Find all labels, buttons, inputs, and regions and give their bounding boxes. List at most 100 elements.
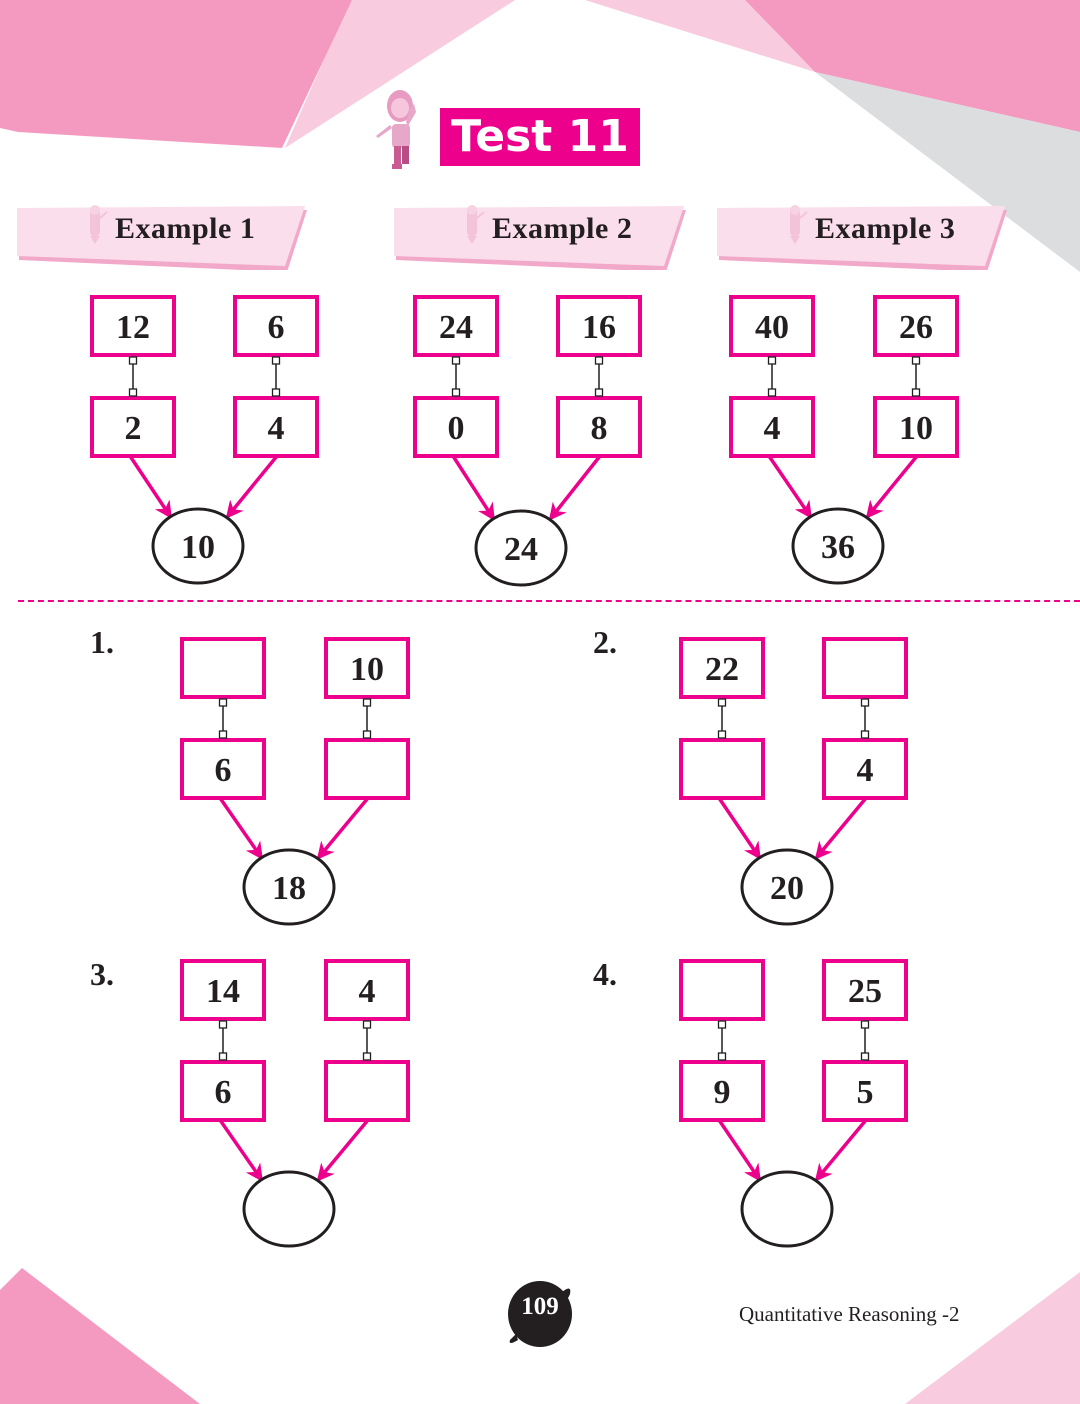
bottom-answer-box-2[interactable] bbox=[324, 1060, 410, 1122]
bottom-value-1: 9 bbox=[714, 1074, 731, 1111]
bottom-answer-box-1[interactable] bbox=[679, 738, 765, 800]
arrow-right bbox=[316, 1118, 370, 1182]
result-answer-oval[interactable] bbox=[242, 1170, 336, 1248]
connector-node-top-2 bbox=[594, 356, 604, 365]
arrow-right bbox=[548, 454, 602, 521]
connector-node-bottom-1 bbox=[451, 388, 461, 397]
connector-node-top-1 bbox=[767, 356, 777, 365]
bottom-value-1: 4 bbox=[764, 410, 781, 447]
bg-shape-top-left-light bbox=[285, 0, 515, 148]
pencil-mascot-icon bbox=[90, 205, 108, 244]
top-number-box-1 bbox=[180, 959, 266, 1021]
arrow-right bbox=[316, 796, 370, 860]
bottom-value-1: 6 bbox=[215, 1074, 232, 1111]
example-banner-2: Example 2 bbox=[394, 200, 686, 270]
connector-node-top-2 bbox=[271, 356, 281, 365]
connector-node-bottom-2 bbox=[860, 1052, 870, 1061]
top-number-box-1 bbox=[679, 637, 765, 699]
bg-shape-top-left-dark bbox=[0, 0, 352, 148]
result-value: 36 bbox=[821, 529, 855, 566]
top-value-2: 16 bbox=[582, 309, 616, 346]
top-value-2: 4 bbox=[359, 973, 376, 1010]
top-number-box-1 bbox=[729, 295, 815, 357]
result-value: 20 bbox=[770, 870, 804, 907]
top-number-box-2 bbox=[873, 295, 959, 357]
pencil-mascot-icon bbox=[467, 205, 485, 244]
bottom-number-box-1 bbox=[413, 396, 499, 458]
connector-node-top-1 bbox=[717, 1020, 727, 1029]
connector-node-bottom-2 bbox=[362, 1052, 372, 1061]
arrow-right bbox=[814, 1118, 868, 1182]
top-answer-box-2[interactable] bbox=[822, 637, 908, 699]
result-oval bbox=[474, 509, 568, 587]
bottom-number-box-1 bbox=[180, 1060, 266, 1122]
bottom-value-1: 0 bbox=[448, 410, 465, 447]
top-value-1: 40 bbox=[755, 309, 789, 346]
arrow-right bbox=[865, 454, 919, 519]
arrow-left bbox=[717, 1119, 761, 1182]
bottom-value-2: 4 bbox=[857, 752, 874, 789]
bottom-number-box-2 bbox=[822, 1060, 908, 1122]
problem-number-1: 1. bbox=[90, 624, 114, 660]
connector-node-top-2 bbox=[860, 1020, 870, 1029]
example-label: Example 2 bbox=[492, 212, 633, 245]
problem-number-2: 2. bbox=[593, 624, 617, 660]
example-banner-3: Example 3 bbox=[717, 200, 1009, 270]
bg-shape-top-right-light bbox=[585, 0, 815, 72]
arrow-left bbox=[128, 455, 172, 519]
problem-diagram-2: 22 4 20 bbox=[679, 637, 908, 926]
connector-node-top-1 bbox=[218, 1020, 228, 1029]
result-value: 10 bbox=[181, 529, 215, 566]
top-value-1: 22 bbox=[705, 651, 739, 688]
top-value-1: 24 bbox=[439, 309, 473, 346]
result-value: 18 bbox=[272, 870, 306, 907]
connector-node-bottom-2 bbox=[271, 388, 281, 397]
bottom-answer-box-2[interactable] bbox=[324, 738, 410, 800]
bg-shape-bottom-left bbox=[0, 1268, 200, 1404]
problem-number-4: 4. bbox=[593, 956, 617, 992]
result-oval bbox=[151, 507, 245, 585]
example-label: Example 3 bbox=[815, 212, 956, 245]
bottom-number-box-1 bbox=[679, 1060, 765, 1122]
top-number-box-2 bbox=[324, 959, 410, 1021]
top-answer-box-1[interactable] bbox=[679, 959, 765, 1021]
connector-node-bottom-1 bbox=[218, 730, 228, 739]
connector-node-bottom-2 bbox=[594, 388, 604, 397]
bottom-value-2: 8 bbox=[591, 410, 608, 447]
bottom-number-box-2 bbox=[556, 396, 642, 458]
connector-node-bottom-1 bbox=[218, 1052, 228, 1061]
page-number-badge bbox=[508, 1281, 572, 1347]
result-answer-oval[interactable] bbox=[740, 1170, 834, 1248]
problem-diagram-3: 14 4 6 bbox=[180, 959, 410, 1248]
connector-node-top-1 bbox=[717, 698, 727, 707]
bg-shape-top-right-dark bbox=[745, 0, 1080, 132]
arrow-left bbox=[717, 797, 761, 860]
arrow-right bbox=[814, 796, 868, 860]
top-value-1: 12 bbox=[116, 309, 150, 346]
book-title: Quantitative Reasoning -2 bbox=[739, 1302, 960, 1326]
connector-node-top-1 bbox=[451, 356, 461, 365]
top-number-box-2 bbox=[233, 295, 319, 357]
top-number-box-2 bbox=[556, 295, 642, 357]
connector-node-bottom-2 bbox=[911, 388, 921, 397]
example-banner-1: Example 1 bbox=[17, 200, 307, 270]
top-answer-box-1[interactable] bbox=[180, 637, 266, 699]
bottom-number-box-1 bbox=[180, 738, 266, 800]
bottom-value-1: 2 bbox=[125, 410, 142, 447]
bg-shape-top-right-gray bbox=[815, 72, 1080, 272]
bottom-number-box-2 bbox=[822, 738, 908, 800]
top-value-2: 25 bbox=[848, 973, 882, 1010]
example-label: Example 1 bbox=[115, 212, 256, 245]
bottom-number-box-1 bbox=[90, 396, 176, 458]
top-value-1: 14 bbox=[206, 973, 240, 1010]
page-title: Test 11 bbox=[440, 108, 640, 166]
connector-node-bottom-1 bbox=[128, 388, 138, 397]
bottom-value-2: 10 bbox=[899, 410, 933, 447]
connector-node-bottom-1 bbox=[717, 730, 727, 739]
connector-node-top-2 bbox=[860, 698, 870, 707]
top-number-box-1 bbox=[413, 295, 499, 357]
